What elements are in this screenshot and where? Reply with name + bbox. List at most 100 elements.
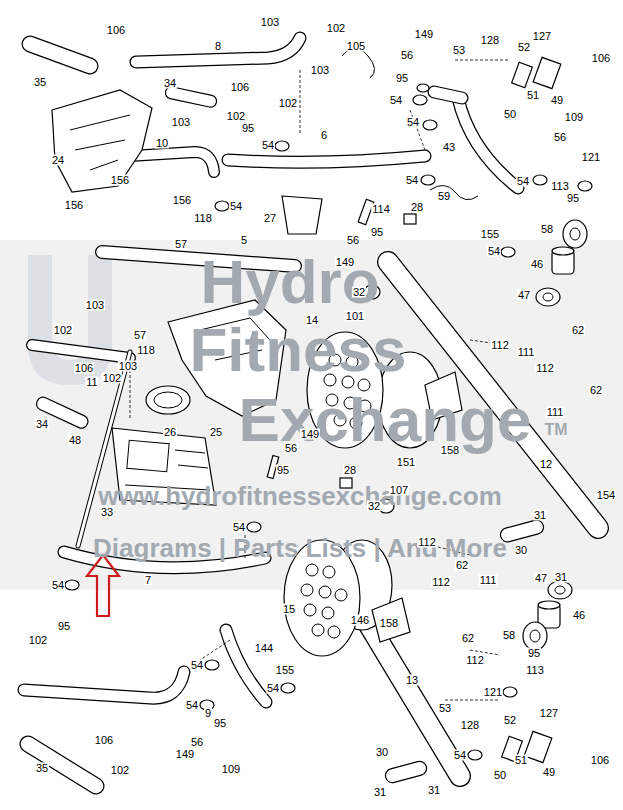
callout-number: 52 — [503, 715, 517, 726]
callout-number: 28 — [343, 465, 357, 476]
pedal — [384, 760, 428, 784]
callout-number: 59 — [437, 191, 451, 202]
callout-number: 11 — [85, 377, 98, 388]
callout-number: 48 — [68, 435, 82, 446]
watermark-text: Exchange — [239, 389, 532, 451]
callout-number: 113 — [550, 181, 570, 192]
callout-number: 8 — [214, 41, 222, 52]
callout-number: 102 — [53, 325, 73, 336]
callout-number: 106 — [106, 25, 126, 36]
callout-number: 49 — [542, 767, 556, 778]
callout-number: 109 — [221, 764, 241, 775]
callout-number: 54 — [406, 117, 420, 128]
callout-number: 30 — [514, 545, 528, 556]
callout-number: 121 — [581, 152, 601, 163]
callout-number: 30 — [375, 747, 389, 758]
callout-number: 34 — [163, 78, 177, 89]
callout-number: 25 — [209, 427, 223, 438]
callout-number: 33 — [100, 507, 114, 518]
callout-number: 35 — [35, 763, 49, 774]
callout-number: 158 — [379, 618, 399, 629]
callout-number: 31 — [533, 510, 547, 521]
callout-number: 156 — [64, 200, 84, 211]
watermark-text: TM — [544, 422, 567, 438]
callout-number: 51 — [514, 755, 528, 766]
callout-number: 50 — [503, 109, 517, 120]
cover — [282, 196, 322, 234]
callout-number: 54 — [261, 140, 275, 151]
watermark-text: Fitness — [189, 319, 406, 381]
callout-number: 62 — [461, 633, 475, 644]
callout-number: 95 — [276, 465, 290, 476]
callout-number: 50 — [493, 770, 507, 781]
callout-number: 112 — [535, 363, 555, 374]
callout-number: 102 — [326, 23, 346, 34]
callout-number: 62 — [455, 560, 469, 571]
callout-number: 146 — [350, 615, 370, 626]
callout-number: 112 — [431, 577, 451, 588]
callout-number: 106 — [74, 363, 94, 374]
callout-number: 149 — [300, 429, 320, 440]
callout-number: 105 — [346, 41, 366, 52]
grip — [164, 86, 217, 109]
callout-number: 118 — [136, 345, 156, 356]
callout-number: 95 — [527, 648, 541, 659]
callout-number: 102 — [28, 635, 48, 646]
callout-number: 5 — [240, 235, 248, 246]
callout-number: 58 — [540, 224, 554, 235]
leader-lines — [130, 60, 510, 700]
callout-number: 46 — [572, 610, 586, 621]
callout-number: 111 — [546, 407, 565, 418]
callout-number: 95 — [566, 193, 580, 204]
watermark-text: www.hydrofitnessexchange.com — [98, 483, 502, 509]
callout-number: 27 — [263, 213, 277, 224]
callout-number: 158 — [440, 445, 460, 456]
callout-number: 103 — [118, 361, 138, 372]
watermark-logo — [28, 255, 112, 385]
callout-number: 155 — [480, 229, 500, 240]
callout-number: 56 — [190, 737, 204, 748]
callout-number: 57 — [174, 239, 188, 250]
callout-number: 106 — [94, 735, 114, 746]
callout-number: 51 — [526, 90, 540, 101]
callout-number: 47 — [534, 573, 548, 584]
callout-number: 127 — [539, 708, 559, 719]
callout-number: 54 — [405, 175, 419, 186]
callout-number: 32 — [352, 287, 366, 298]
callout-number: 95 — [213, 718, 227, 729]
callout-number: 49 — [550, 95, 564, 106]
callout-number: 95 — [395, 73, 409, 84]
callout-number: 54 — [232, 522, 246, 533]
callout-number: 149 — [414, 29, 434, 40]
callout-number: 26 — [163, 427, 177, 438]
clip — [342, 48, 375, 78]
callout-number: 112 — [490, 340, 510, 351]
callout-number: 10 — [155, 138, 169, 149]
callout-number: 95 — [241, 123, 255, 134]
callout-number: 46 — [530, 259, 544, 270]
callout-number: 32 — [367, 501, 381, 512]
callout-number: 109 — [564, 112, 584, 123]
callout-number: 54 — [266, 683, 280, 694]
callout-number: 35 — [33, 77, 47, 88]
callout-number: 155 — [275, 665, 295, 676]
callout-number: 57 — [133, 330, 147, 341]
callout-number: 95 — [57, 621, 71, 632]
callout-number: 54 — [185, 700, 199, 711]
callout-number: 6 — [320, 130, 328, 141]
callout-number: 106 — [230, 82, 250, 93]
callout-number: 103 — [85, 300, 105, 311]
callout-number: 102 — [102, 373, 122, 384]
callout-number: 111 — [517, 347, 536, 358]
callout-number: 101 — [345, 311, 365, 322]
callout-number: 54 — [516, 176, 530, 187]
pointer-arrow — [87, 555, 119, 616]
callout-number: 54 — [229, 201, 243, 212]
callout-number: 56 — [346, 235, 360, 246]
callout-number: 103 — [171, 117, 191, 128]
callout-number: 118 — [193, 213, 213, 224]
callout-number: 113 — [525, 665, 545, 676]
callout-number: 127 — [532, 31, 552, 42]
callout-number: 43 — [442, 142, 456, 153]
callout-number: 24 — [51, 155, 65, 166]
